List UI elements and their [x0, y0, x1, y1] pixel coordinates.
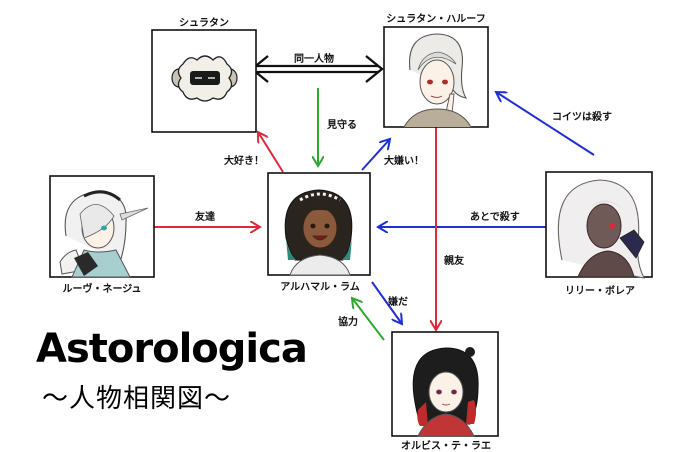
edge-hate	[361, 139, 390, 171]
node-aruhamaru	[267, 172, 371, 276]
label-shuratan: シュラタン	[179, 18, 229, 29]
node-shuratan-half	[383, 26, 489, 128]
edge-kill-this-guy	[496, 92, 595, 156]
edge-label-love: 大好き！	[224, 156, 264, 167]
edge-love	[258, 132, 284, 173]
label-riri: リリー・ボレア	[565, 286, 635, 297]
node-ruvu	[49, 175, 155, 278]
portrait-orubisu	[412, 347, 479, 437]
label-aruhamaru: アルハマル・ラム	[280, 282, 360, 293]
portrait-shuratan-half	[403, 33, 472, 128]
edge-label-friend: 友達	[195, 212, 215, 223]
edge-label-best-friend: 親友	[444, 256, 464, 267]
portrait-aruhamaru	[284, 189, 353, 276]
edge-label-hate: 大嫌い！	[384, 156, 424, 167]
node-riri	[545, 171, 653, 279]
node-orubisu	[391, 331, 499, 437]
diagram-subtitle: 〜人物相関図〜	[42, 384, 232, 414]
label-shuratan-half: シュラタン・ハルーフ	[386, 14, 486, 25]
portrait-riri	[557, 179, 645, 279]
edge-label-watch-over: 見守る	[327, 120, 357, 131]
node-shuratan	[151, 29, 257, 133]
label-orubisu: オルビス・テ・ラエ	[401, 441, 491, 452]
diagram-title: Astorologica	[36, 326, 308, 372]
sheep-icon	[171, 55, 238, 102]
edge-label-same-person: 同一人物	[294, 54, 334, 65]
edge-label-cooperate: 協力	[338, 317, 358, 328]
edge-dislike	[371, 281, 402, 324]
label-ruvu: ルーヴ・ネージュ	[62, 284, 142, 295]
edge-label-kill-this-guy: コイツは殺す	[552, 112, 612, 123]
edge-label-kill-later: あとで殺す	[470, 212, 520, 223]
edge-cooperate	[352, 298, 385, 341]
portrait-ruvu	[59, 190, 149, 278]
edge-label-dislike: 嫌だ	[388, 297, 408, 308]
